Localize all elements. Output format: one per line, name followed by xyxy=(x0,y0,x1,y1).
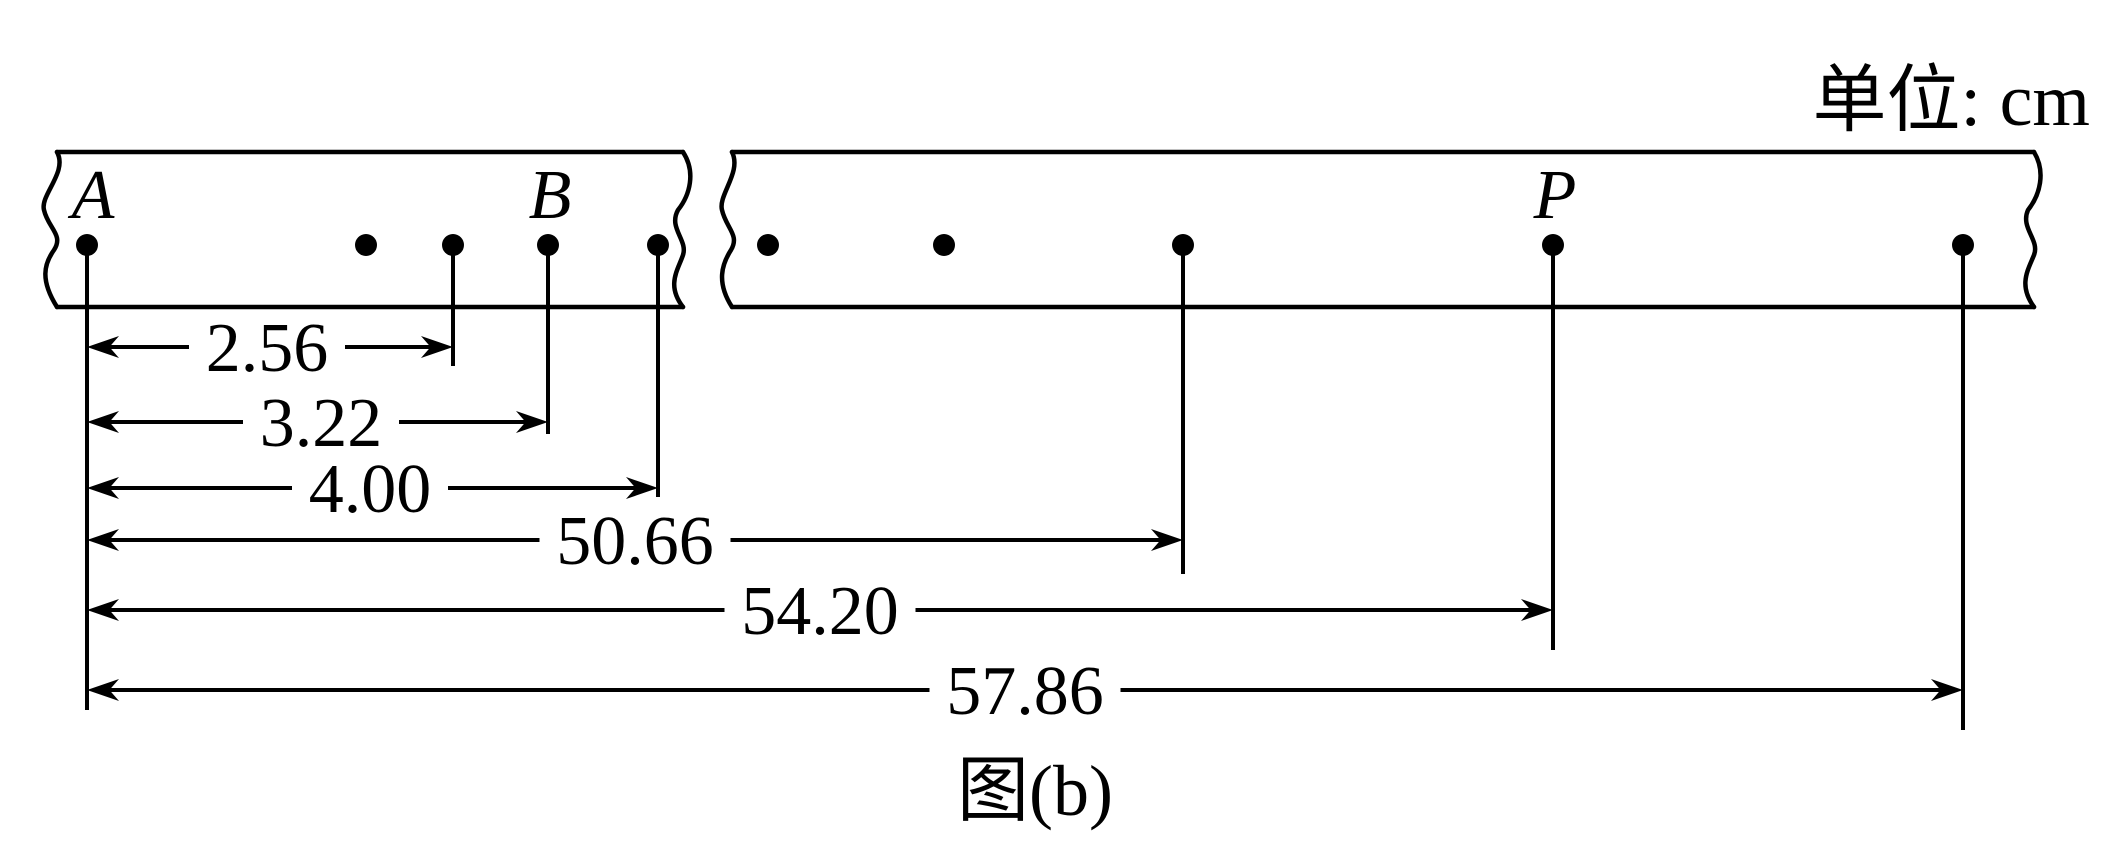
dimension-label-bg-3-22 xyxy=(243,392,399,452)
dimension-label-54-20: 54.20 xyxy=(741,573,899,650)
arrowhead-right-50-66 xyxy=(1151,529,1183,551)
figure-caption: 图(b) xyxy=(957,751,1113,831)
arrowhead-left-57-86 xyxy=(87,679,119,701)
dot-2 xyxy=(355,234,377,256)
dimension-label-50-66: 50.66 xyxy=(556,503,714,580)
point-label-b: B xyxy=(529,157,572,234)
arrowhead-left-50-66 xyxy=(87,529,119,551)
dot-6 xyxy=(757,234,779,256)
arrowhead-left-54-20 xyxy=(87,599,119,621)
arrowhead-left-2-56 xyxy=(87,336,119,358)
arrowhead-right-4-00 xyxy=(626,477,658,499)
arrowhead-right-3-22 xyxy=(516,411,548,433)
dot-7 xyxy=(933,234,955,256)
dimension-label-3-22: 3.22 xyxy=(260,385,383,462)
dimension-label-4-00: 4.00 xyxy=(309,451,432,528)
tape-segment-left xyxy=(41,149,693,310)
dimension-label-57-86: 57.86 xyxy=(946,653,1104,730)
dimension-label-bg-57-86 xyxy=(929,660,1121,720)
tape-segment-right xyxy=(719,149,2043,310)
arrowhead-right-54-20 xyxy=(1521,599,1553,621)
tape-dots xyxy=(76,234,1974,256)
arrowhead-left-3-22 xyxy=(87,411,119,433)
unit-label: 单位: cm xyxy=(1813,60,2090,142)
point-label-p: P xyxy=(1533,157,1577,234)
dimension-label-bg-2-56 xyxy=(189,317,345,377)
dimension-labels: 2.563.224.00 50.66 54.20 57.86 xyxy=(189,310,1121,730)
dimension-label-2-56: 2.56 xyxy=(206,310,329,387)
dimension-label-bg-54-20 xyxy=(724,580,916,640)
arrowhead-left-4-00 xyxy=(87,477,119,499)
reference-lines xyxy=(85,245,1965,730)
arrowhead-right-57-86 xyxy=(1931,679,1963,701)
arrowhead-right-2-56 xyxy=(421,336,453,358)
point-label-a: A xyxy=(68,157,115,234)
dimension-label-bg-4-00 xyxy=(292,458,448,518)
dimension-label-bg-50-66 xyxy=(539,510,731,570)
